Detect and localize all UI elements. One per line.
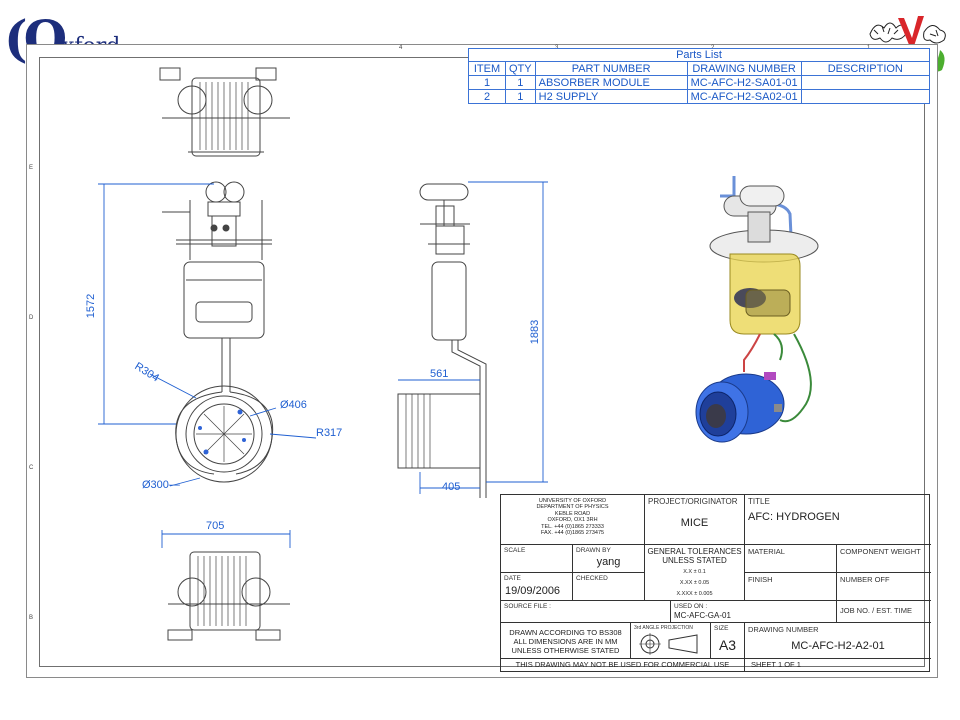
parts-header-drawing-number: DRAWING NUMBER (686, 61, 802, 76)
checked-cell: CHECKED (573, 573, 645, 601)
title-value: AFC: HYDROGEN (748, 511, 840, 523)
date-cell: DATE 19/09/2006 (501, 573, 573, 601)
parts-header-description: DESCRIPTION (800, 61, 931, 76)
front-view (162, 181, 274, 483)
parts-header-qty: QTY (505, 61, 536, 76)
sheet-cell: SHEET 1 OF 1 (751, 660, 801, 669)
dimension-405: 405 (442, 481, 460, 493)
drawing-number-value: MC-AFC-H2-A2-01 (791, 640, 885, 652)
date-value: 19/09/2006 (505, 585, 561, 597)
dimension-561: 561 (430, 368, 448, 380)
number-off-cell: NUMBER OFF (837, 573, 931, 601)
size-value: A3 (718, 637, 737, 653)
parts-cell-qty: 1 (505, 89, 536, 104)
mice-logo-v-icon (898, 16, 924, 52)
tolerances-cell: GENERAL TOLERANCES UNLESS STATED X.X ± 0… (645, 545, 745, 601)
used-on-cell: USED ON : MC-AFC-GA-01 (671, 601, 837, 623)
parts-cell-description (800, 75, 931, 90)
mice-logo-sketch-icon (869, 22, 946, 44)
drawn-by-value: yang (596, 556, 621, 568)
drawing-number-cell: DRAWING NUMBER MC-AFC-H2-A2-01 (745, 623, 931, 659)
institution-cell: UNIVERSITY OF OXFORD DEPARTMENT OF PHYSI… (501, 495, 645, 545)
third-angle-projection-icon (639, 633, 698, 655)
parts-cell-drawing-number: MC-AFC-H2-SA02-01 (686, 89, 802, 104)
parts-header-item: ITEM (468, 61, 506, 76)
side-view (397, 183, 487, 498)
finish-cell: FINISH (745, 573, 837, 601)
project-cell: PROJECT/ORIGINATOR MICE (645, 495, 745, 545)
border-tick-left-c: C (29, 465, 34, 471)
parts-cell-description (800, 89, 931, 104)
dimension-1883: 1883 (529, 320, 541, 344)
title-cell: TITLE AFC: HYDROGEN (745, 495, 931, 545)
table-row: 2 1 H2 SUPPLY MC-AFC-H2-SA02-01 (468, 89, 931, 104)
dimension-r304: R304 (132, 360, 161, 384)
parts-list-table: Parts List ITEM QTY PART NUMBER DRAWING … (468, 48, 931, 104)
dimension-705: 705 (206, 520, 224, 532)
parts-cell-item: 2 (468, 89, 506, 104)
parts-cell-qty: 1 (505, 75, 536, 90)
parts-list-title: Parts List (468, 48, 930, 62)
isometric-render (695, 176, 819, 443)
dimension-r317: R317 (316, 427, 342, 439)
dimension-1572: 1572 (85, 294, 97, 318)
institution-address: UNIVERSITY OF OXFORD DEPARTMENT OF PHYSI… (536, 498, 609, 537)
scale-cell: SCALE (501, 545, 573, 573)
drawn-by-cell: DRAWN BY yang (573, 545, 645, 573)
bottom-view (167, 551, 290, 641)
title-block: UNIVERSITY OF OXFORD DEPARTMENT OF PHYSI… (500, 494, 931, 672)
material-cell: MATERIAL (745, 545, 837, 573)
border-tick-top-4: 4 (399, 45, 403, 51)
component-weight-cell: COMPONENT WEIGHT (837, 545, 931, 573)
parts-cell-item: 1 (468, 75, 506, 90)
border-tick-left-b: B (29, 615, 34, 621)
parts-cell-drawing-number: MC-AFC-H2-SA01-01 (686, 75, 802, 90)
border-tick-left-d: D (29, 315, 34, 321)
job-no-cell: JOB NO. / EST. TIME (837, 601, 931, 623)
used-on-value: MC-AFC-GA-01 (674, 611, 731, 620)
projection-cell: 3rd ANGLE PROJECTION (631, 623, 711, 659)
dimension-lines (98, 181, 548, 548)
project-value: MICE (680, 517, 709, 529)
table-row: 1 1 ABSORBER MODULE MC-AFC-H2-SA01-01 (468, 75, 931, 90)
parts-cell-part-number: H2 SUPPLY (534, 89, 688, 104)
source-file-cell: SOURCE FILE : (501, 601, 671, 623)
size-cell: SIZE A3 (711, 623, 745, 659)
parts-list-header-row: ITEM QTY PART NUMBER DRAWING NUMBER DESC… (468, 61, 931, 76)
parts-cell-part-number: ABSORBER MODULE (534, 75, 688, 90)
drawn-according-cell: DRAWN ACCORDING TO BS308 ALL DIMENSIONS … (501, 623, 631, 659)
dimension-d406: Ø406 (280, 399, 307, 411)
dimension-d300: Ø300— (142, 479, 180, 491)
border-tick-left-e: E (29, 165, 34, 171)
commercial-note-cell: THIS DRAWING MAY NOT BE USED FOR COMMERC… (501, 659, 745, 671)
parts-header-part-number: PART NUMBER (534, 61, 688, 76)
top-view (159, 67, 290, 157)
